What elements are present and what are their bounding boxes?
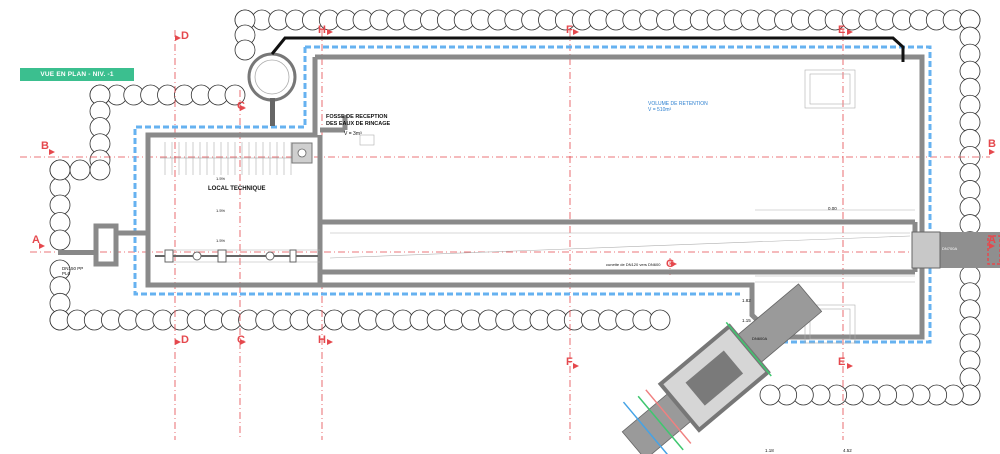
section-marker-arrow [847,363,853,369]
building-walls [93,54,925,340]
retention-label-1: VOLUME DE RETENTION [648,101,708,107]
section-label-c-top: C [237,100,245,112]
section-label-c-bottom: C [237,334,245,346]
pipe-label: DN150 PP PL6 [62,266,84,276]
section-label-d-bottom: D [181,334,189,346]
section-markers [39,29,995,369]
section-marker-arrow [240,105,246,111]
section-label-e-bottom: E [838,356,846,368]
section-label-f-top: F [566,24,573,36]
inlet-pipe-left [58,250,98,255]
room-label-local-technique: LOCAL TECHNIQUE [208,186,266,192]
pile [759,384,781,406]
section-label-e-top: E [838,24,846,36]
section-marker-arrow [327,339,333,345]
staircase [160,142,296,175]
pile [49,229,71,251]
section-label-d-top: D [181,30,189,42]
diagonal-outlet [621,283,823,454]
pile [234,39,256,61]
section-marker-arrow [989,243,995,249]
dimension-top: 0.00 [828,206,837,211]
section-marker-arrow [240,339,246,345]
section-marker-arrow [175,339,181,345]
retention-outline-right [305,45,932,344]
slope-1: 1.5% [216,176,226,181]
dimension-4: 1.82 [742,298,751,303]
outfall-pipe-right [911,231,1000,269]
section-label-b-right: B [988,138,996,150]
section-label-h-top: H [318,24,326,36]
section-marker-arrow [989,149,995,155]
dimension-2: 4.52 [843,448,852,453]
pile [69,159,91,181]
section-label-b-left: B [41,140,49,152]
pipework [155,249,318,263]
pile [49,159,71,181]
section-label-h-bottom: H [318,334,326,346]
room-label-fosse-2: DES EAUX DE RINCAGE [326,121,391,127]
pile [49,212,71,233]
section-axis-lines [20,30,990,440]
slope-3: 1.5% [216,238,226,243]
section-marker-arrow [573,363,579,369]
discharge-pipe [270,36,905,62]
pile [49,194,71,216]
hatch-top [804,69,856,109]
section-label-f-bottom: F [566,356,573,368]
dimension-3: 1.15 [742,318,751,323]
pipe-dn-2: DN600A [752,336,768,341]
section-marker-arrow [327,29,333,35]
dimension-1: 1.18 [765,448,774,453]
section-marker-arrow [671,261,677,267]
fosse-volume: V = 3m³ [344,131,362,137]
view-label: VUE EN PLAN - NIV. -1 [20,68,134,81]
section-label-a-right: A [988,234,996,246]
section-marker-arrow [847,29,853,35]
pile [89,159,111,181]
section-label-a-left: A [32,234,40,246]
outer-wall [145,54,925,340]
manhole [247,52,297,126]
section-marker-arrow [39,243,45,249]
section-label-g: G [666,258,675,270]
pipe-dn: DN700A [942,246,958,251]
section-marker-arrow [49,149,55,155]
chamber-left [93,223,119,267]
section-marker-arrow [573,29,579,35]
pile [649,309,671,331]
pile [49,177,71,198]
section-marker-arrow [175,35,181,41]
pile-wall [49,9,981,406]
retention-label-2: V = 510m³ [648,107,672,113]
retention-boundary [133,45,932,344]
slope-2: 1.5% [216,208,226,213]
slope-note: cunette de DN120 vers DN600 [606,262,661,267]
room-label-fosse-1: FOSSE DE RECEPTION [326,114,388,120]
